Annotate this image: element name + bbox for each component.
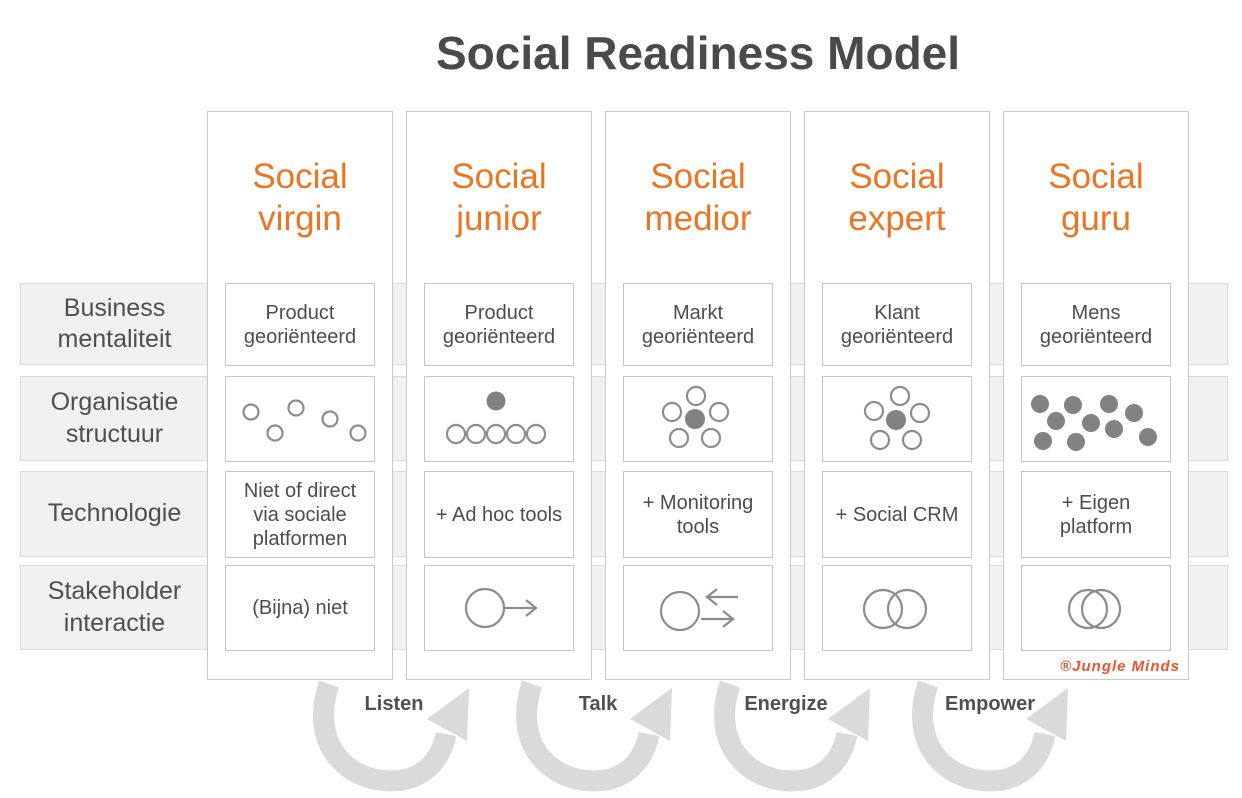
column-title-social-junior: Social junior <box>451 157 547 238</box>
row-label-stakeholder-interactie: Stakeholder interactie <box>47 577 182 637</box>
circle-outbound-arrow-icon <box>464 587 538 629</box>
column-social-medior: Social medior Markt georiënteerd + Monit… <box>605 111 791 680</box>
cell-medior-business: Markt georiënteerd <box>623 283 773 366</box>
row-label-technologie: Technologie <box>47 499 182 528</box>
row-label-organisatie-structuur: Organisatie structuur <box>50 388 179 448</box>
transition-arrow-empower-icon <box>912 680 1068 792</box>
hub-and-spoke-dots-icon <box>863 385 931 451</box>
cell-guru-stakeholder <box>1021 565 1171 651</box>
cell-guru-technology: + Eigen platform <box>1021 471 1171 558</box>
cell-virgin-stakeholder: (Bijna) niet <box>225 565 375 651</box>
jungle-minds-logo: ®Jungle Minds <box>1060 658 1180 675</box>
page-title: Social Readiness Model <box>435 27 961 79</box>
transition-label-empower: Empower <box>944 693 1036 715</box>
cell-junior-technology: + Ad hoc tools <box>424 471 574 558</box>
transition-arrow-listen-icon <box>313 680 469 792</box>
cell-medior-stakeholder <box>623 565 773 651</box>
cell-junior-business: Product georiënteerd <box>424 283 574 366</box>
transition-label-energize: Energize <box>744 693 828 715</box>
merged-circles-icon <box>1067 588 1122 630</box>
hub-and-spoke-dots-icon <box>661 385 730 449</box>
column-social-junior: Social junior Product georiënteerd + Ad … <box>406 111 592 680</box>
scattered-individuals-dots-icon <box>242 399 367 442</box>
cell-junior-structure <box>424 376 574 462</box>
transition-label-listen: Listen <box>364 693 424 715</box>
cell-medior-technology: + Monitoring tools <box>623 471 773 558</box>
cell-expert-stakeholder <box>822 565 972 651</box>
leader-above-row-dots-icon <box>445 391 547 445</box>
cell-expert-technology: + Social CRM <box>822 471 972 558</box>
column-social-expert: Social expert Klant georiënteerd + Socia… <box>804 111 990 680</box>
cell-expert-structure <box>822 376 972 462</box>
cell-virgin-technology: Niet of direct via sociale platformen <box>225 471 375 558</box>
column-social-virgin: Social virgin Product georiënteerd Niet … <box>207 111 393 680</box>
transition-arrow-talk-icon <box>516 680 672 792</box>
column-social-guru: Social guru Mens georiënteerd + Eigen pl… <box>1003 111 1189 680</box>
transition-label-talk: Talk <box>578 693 618 715</box>
circle-inbound-outbound-arrows-icon <box>659 588 738 632</box>
cell-guru-structure <box>1021 376 1171 462</box>
column-title-social-virgin: Social virgin <box>252 157 348 238</box>
transition-arrow-energize-icon <box>714 680 870 792</box>
column-title-social-expert: Social expert <box>848 157 946 238</box>
cell-medior-structure <box>623 376 773 462</box>
cell-junior-stakeholder <box>424 565 574 651</box>
cell-virgin-structure <box>225 376 375 462</box>
row-label-business-mentaliteit: Business mentaliteit <box>57 293 172 353</box>
cell-expert-business: Klant georiënteerd <box>822 283 972 366</box>
column-title-social-medior: Social medior <box>644 157 752 238</box>
overlapping-circles-icon <box>862 588 928 630</box>
dense-network-dots-icon <box>1031 395 1157 451</box>
column-title-social-guru: Social guru <box>1048 157 1144 238</box>
cell-virgin-business: Product georiënteerd <box>225 283 375 366</box>
cell-guru-business: Mens georiënteerd <box>1021 283 1171 366</box>
